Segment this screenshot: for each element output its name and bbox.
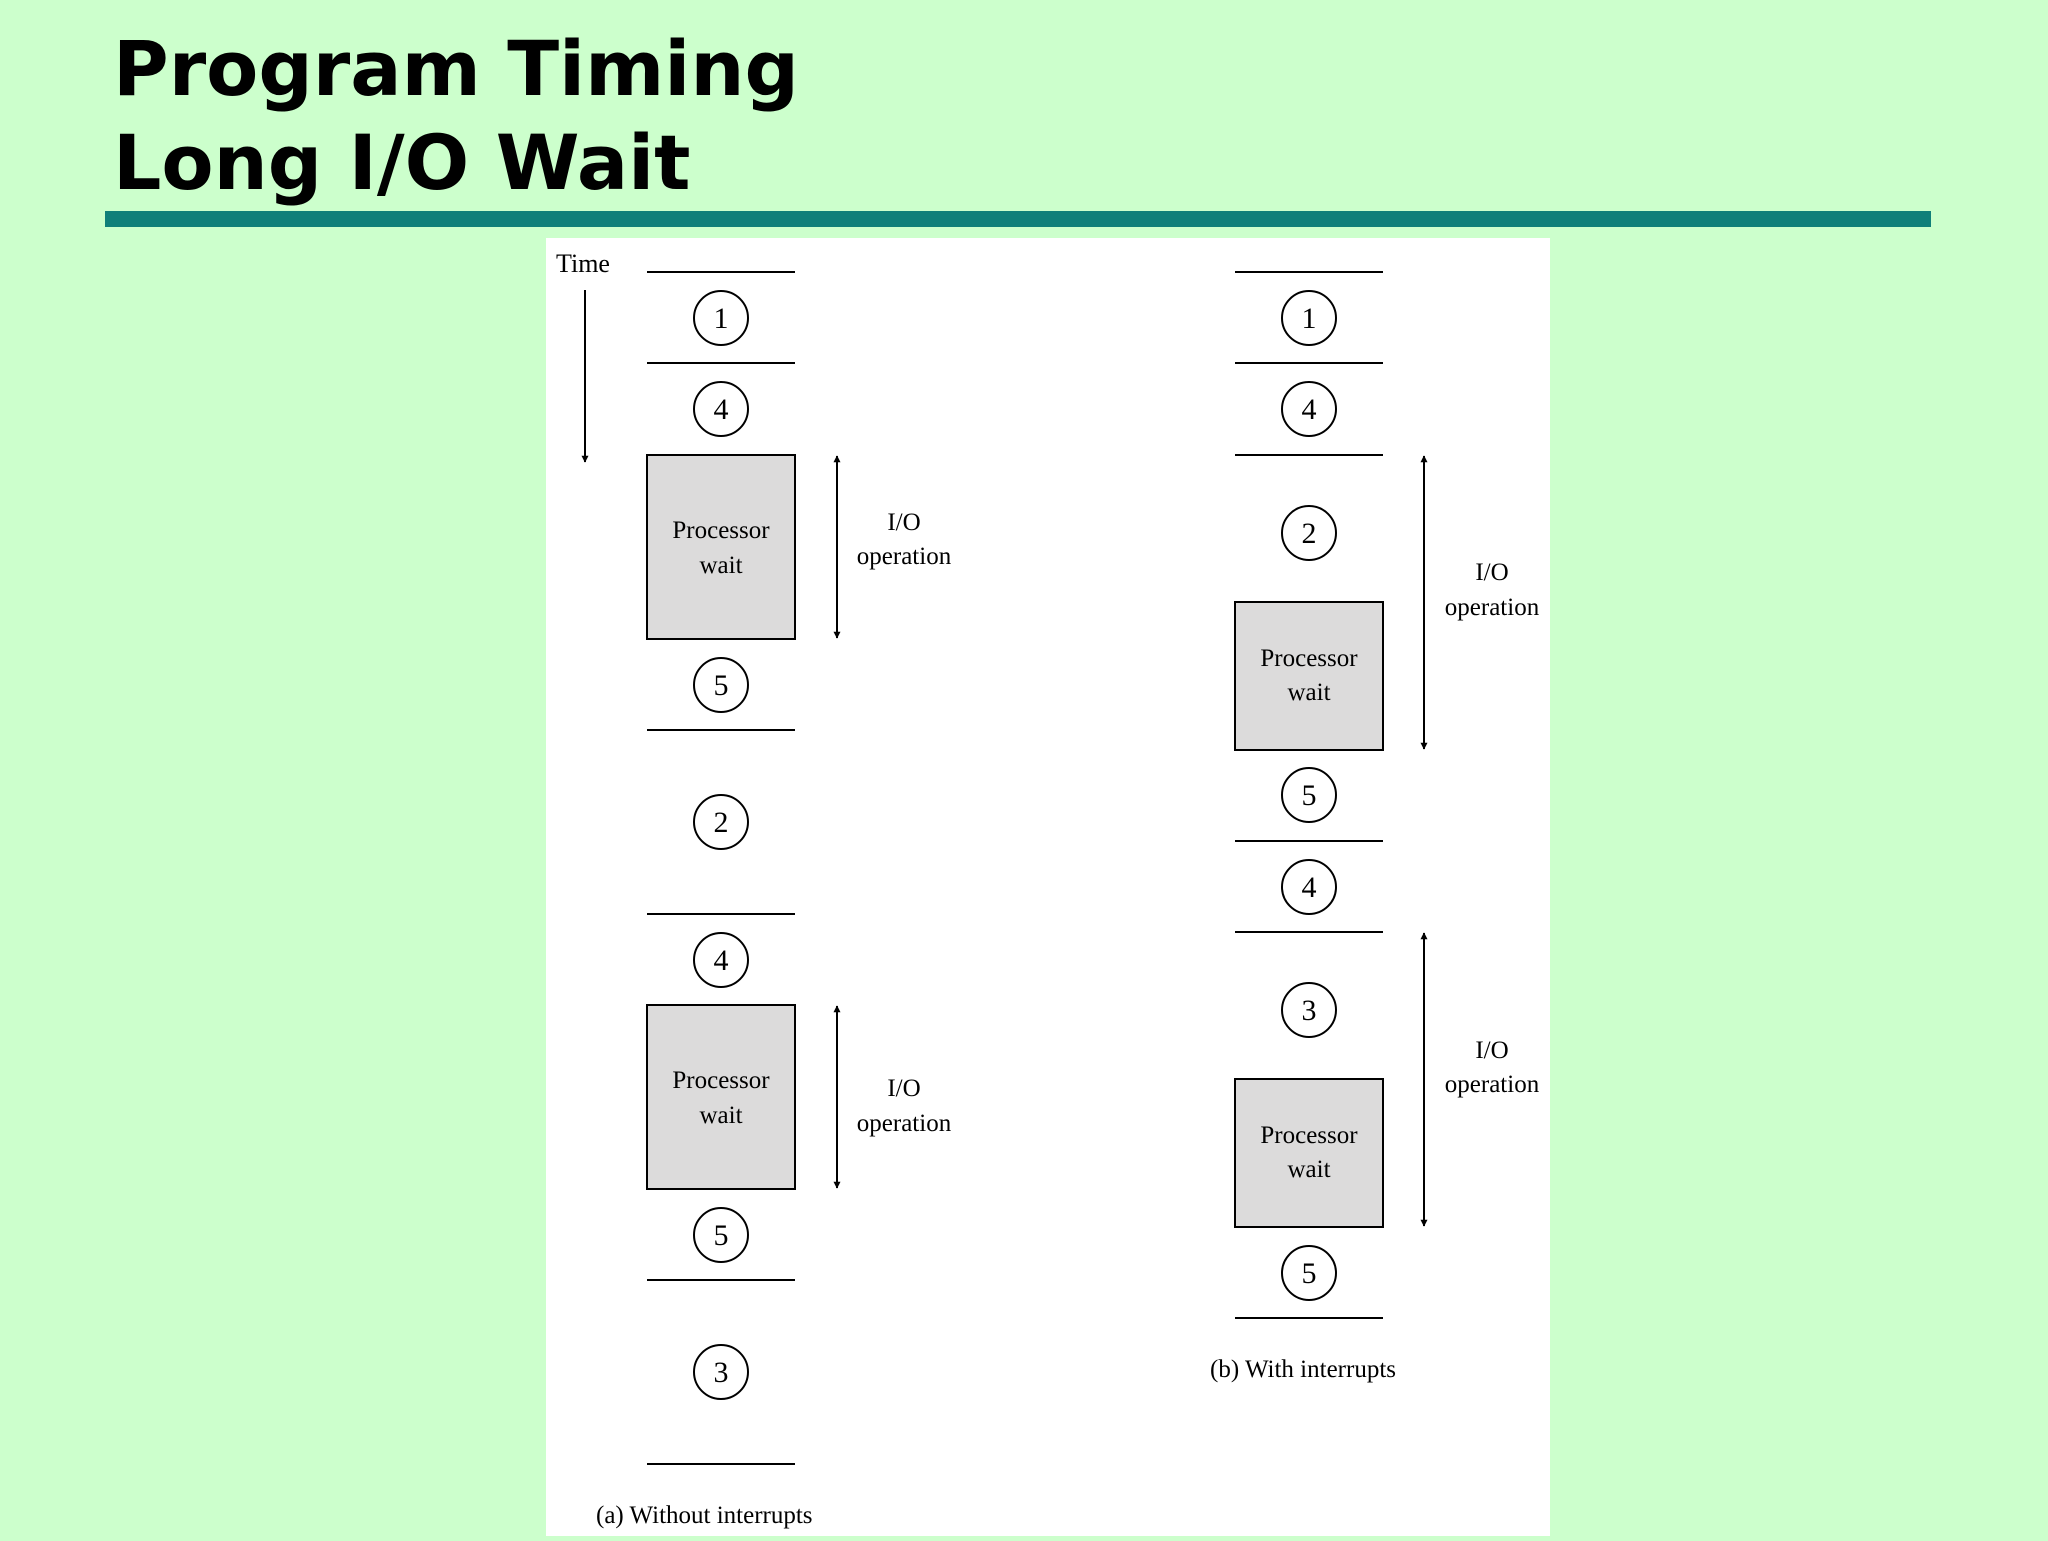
- panel-a: 1 4 Processor wait 5 2: [596, 271, 952, 1529]
- step-node: 3: [693, 1344, 749, 1400]
- time-label: Time: [556, 249, 610, 278]
- step-label: 5: [714, 669, 729, 702]
- processor-wait-block: Processor wait: [646, 1004, 796, 1190]
- io-label: operation: [857, 1110, 952, 1137]
- step-node: 2: [1281, 505, 1337, 561]
- step-label: 4: [1302, 871, 1317, 904]
- step-label: 4: [714, 393, 729, 426]
- step-label: 5: [1302, 779, 1317, 812]
- step-label: 5: [1302, 1257, 1317, 1290]
- step-label: 5: [714, 1219, 729, 1252]
- step-node: 5: [1281, 767, 1337, 823]
- step-label: 2: [714, 806, 729, 839]
- io-label: operation: [857, 543, 952, 570]
- step-node: 1: [693, 290, 749, 346]
- step-node: 4: [693, 932, 749, 988]
- step-node: 4: [1281, 859, 1337, 915]
- wait-label: Processor: [672, 1067, 770, 1094]
- io-label: I/O: [887, 1075, 920, 1102]
- step-label: 2: [1302, 517, 1317, 550]
- wait-label: Processor: [672, 517, 770, 544]
- timing-diagram: Time 1 4: [556, 249, 1540, 1529]
- io-label: I/O: [887, 509, 920, 536]
- title-line-1: Program Timing: [113, 24, 799, 113]
- panel-b: 1 4 2 Processor wait 5: [1210, 271, 1540, 1383]
- step-node: 1: [1281, 290, 1337, 346]
- wait-label: wait: [699, 1102, 742, 1129]
- wait-label: Processor: [1260, 1122, 1358, 1149]
- title-underline: [105, 211, 1931, 227]
- processor-wait-block: Processor wait: [646, 454, 796, 640]
- wait-label: wait: [1287, 679, 1330, 706]
- wait-label: wait: [1287, 1156, 1330, 1183]
- step-node: 5: [693, 1207, 749, 1263]
- step-node: 5: [1281, 1245, 1337, 1301]
- wait-label: wait: [699, 552, 742, 579]
- step-node: 3: [1281, 982, 1337, 1038]
- processor-wait-block: Processor wait: [1234, 1078, 1384, 1228]
- io-label: operation: [1445, 1071, 1540, 1098]
- step-label: 3: [1302, 994, 1317, 1027]
- io-label: I/O: [1475, 559, 1508, 586]
- step-label: 1: [1302, 302, 1317, 335]
- step-label: 4: [1302, 393, 1317, 426]
- step-label: 3: [714, 1356, 729, 1389]
- step-label: 1: [714, 302, 729, 335]
- step-node: 5: [693, 657, 749, 713]
- wait-label: Processor: [1260, 645, 1358, 672]
- panel-a-caption: (a) Without interrupts: [596, 1502, 813, 1529]
- panel-b-caption: (b) With interrupts: [1210, 1356, 1396, 1383]
- io-label: I/O: [1475, 1037, 1508, 1064]
- timing-figure: Time 1 4: [546, 238, 1550, 1536]
- io-label: operation: [1445, 594, 1540, 621]
- step-node: 2: [693, 794, 749, 850]
- title-line-2: Long I/O Wait: [113, 118, 691, 207]
- processor-wait-block: Processor wait: [1234, 601, 1384, 751]
- step-node: 4: [693, 381, 749, 437]
- slide-title: Program Timing Long I/O Wait: [113, 22, 799, 210]
- step-label: 4: [714, 944, 729, 977]
- step-node: 4: [1281, 381, 1337, 437]
